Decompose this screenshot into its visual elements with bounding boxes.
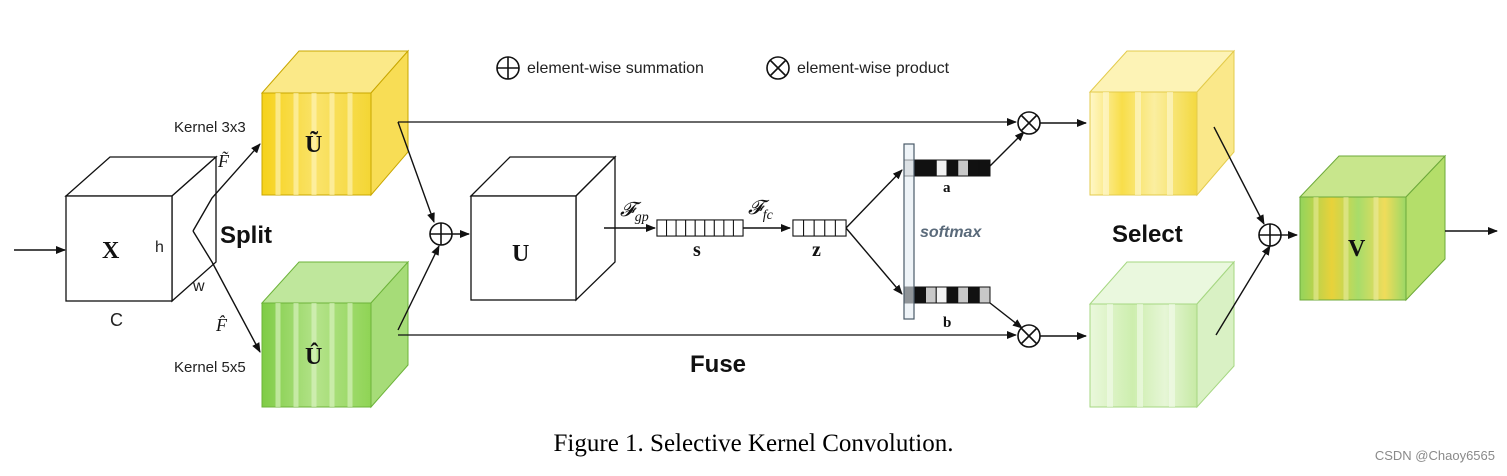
s-cell: [666, 219, 677, 237]
final-summation-node: [1258, 223, 1282, 247]
a-cell: [935, 159, 948, 177]
a-cell: [946, 159, 959, 177]
v-label: V: [1348, 236, 1366, 262]
vector-z: z: [792, 219, 847, 261]
select-label: Select: [1112, 221, 1183, 248]
s-cell: [723, 219, 734, 237]
a-cell: [957, 159, 969, 177]
summation-icon: [496, 56, 520, 80]
dim-w-label: w: [192, 278, 205, 295]
product-node-top: [1017, 111, 1041, 135]
b-cell: [978, 286, 991, 304]
cube-u-tilde: Ũ: [260, 49, 410, 197]
product-label: element-wise product: [797, 60, 950, 77]
arrow-z-to-a: [845, 169, 903, 229]
figure-caption: Figure 1. Selective Kernel Convolution.: [553, 430, 954, 457]
s-cell: [713, 219, 725, 237]
cube-v: V: [1298, 154, 1447, 302]
s-cell: [694, 219, 706, 237]
input-x-label: X: [102, 238, 120, 264]
cube-selected-top: [1088, 49, 1236, 197]
a-cell: [925, 159, 937, 177]
a-cell: [914, 159, 926, 177]
arrow-z-to-b: [845, 227, 903, 295]
b-cell: [925, 286, 937, 304]
b-cell: [946, 286, 959, 304]
split-arrow-bottom: [192, 230, 261, 353]
vector-b: b: [903, 286, 991, 331]
a-cell: [978, 159, 991, 177]
split-label: Split: [220, 222, 272, 249]
arrow-bottom-to-final-sum: [1215, 245, 1271, 336]
s-cell: [704, 219, 715, 237]
b-cell: [914, 286, 926, 304]
b-cell: [957, 286, 969, 304]
legend: element-wise summation element-wise prod…: [496, 56, 950, 80]
s-label: s: [693, 239, 701, 261]
s-cell: [656, 219, 668, 237]
fc-op-label: 𝓕fc: [748, 197, 774, 223]
summation-label: element-wise summation: [527, 60, 704, 77]
a-label: a: [943, 180, 951, 196]
b-cell: [968, 286, 980, 304]
arrow-utilde-to-sum: [397, 121, 435, 223]
softmax-bar: [903, 143, 915, 320]
s-cell: [685, 219, 696, 237]
input-cube-x: X h w C: [64, 155, 218, 330]
cube-selected-bottom: [1088, 260, 1236, 409]
a-cell: [968, 159, 980, 177]
op-bottom-label: F̂: [215, 315, 228, 335]
dim-c-label: C: [110, 310, 123, 330]
z-cell: [792, 219, 805, 237]
z-cell: [824, 219, 836, 237]
z-cell: [813, 219, 826, 237]
z-label: z: [812, 239, 821, 261]
softmax-label: softmax: [920, 224, 982, 241]
summation-node: [429, 222, 453, 246]
b-cell: [935, 286, 948, 304]
u-label: U: [512, 241, 529, 267]
arrow-b-to-product: [989, 302, 1023, 329]
u-hat-label: Û: [305, 343, 322, 370]
split-arrow-top: [192, 143, 261, 232]
watermark: CSDN @Chaoy6565: [1374, 448, 1495, 463]
dim-h-label: h: [155, 239, 164, 256]
vector-s: s: [656, 219, 744, 261]
product-icon: [766, 56, 790, 80]
s-cell: [675, 219, 687, 237]
arrow-a-to-product: [989, 131, 1025, 167]
kernel-5x5-label: Kernel 5x5: [174, 359, 246, 376]
gp-op-label: 𝓕gp: [620, 199, 649, 225]
cube-u-hat: Û: [260, 260, 410, 409]
arrow-uhat-to-sum: [397, 245, 440, 331]
s-cell: [732, 219, 744, 237]
u-tilde-label: Ũ: [305, 132, 322, 158]
fuse-label: Fuse: [690, 351, 746, 378]
z-cell: [834, 219, 847, 237]
b-label: b: [943, 315, 951, 331]
z-cell: [803, 219, 815, 237]
product-node-bottom: [1017, 324, 1041, 348]
kernel-3x3-label: Kernel 3x3: [174, 119, 246, 136]
vector-a: a: [903, 159, 991, 196]
op-top-label: F̃: [217, 151, 230, 171]
arrow-top-to-final-sum: [1213, 126, 1265, 225]
cube-u: U: [469, 155, 617, 302]
